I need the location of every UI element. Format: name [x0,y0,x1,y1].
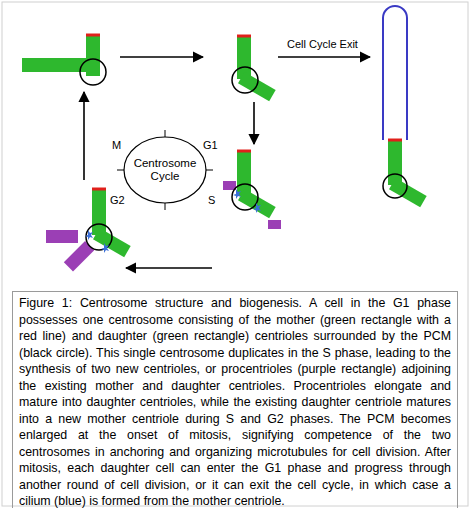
daughter-centriole [389,178,427,207]
phase-label: S [208,194,215,207]
mother-centriole [92,190,106,235]
cycle-arrow [253,102,255,144]
mother-centriole [237,152,251,196]
exit-arrow [278,56,370,58]
phase-label: G2 [110,194,125,207]
mother-centriole [388,141,402,185]
ellipse-outline [124,137,206,203]
centrosome-glyph [223,151,281,229]
procentriole [223,181,236,190]
mother-mark [237,150,251,153]
pcm-circle [232,67,258,93]
mother-mark [86,34,100,37]
cilium-glyph [383,6,427,207]
cycle-arrow [126,267,212,269]
figure-caption: Figure 1: Centrosome structure and bioge… [12,291,458,508]
mother-centriole [237,37,251,79]
procentriole [268,220,281,229]
mother-mark [388,139,402,142]
star-symbol [85,230,93,240]
mother-centriole [86,36,100,76]
node-text: Centrosome Cycle [132,157,198,183]
mother-mark [237,35,251,38]
pcm-circle [232,184,258,210]
node-text-group: Centrosome Cycle [123,136,207,204]
phase-label: M [112,139,121,152]
cycle-arrow [120,56,203,58]
pcm-circle [383,174,407,198]
pcm-circle [80,59,106,85]
cycle-ellipse: Centrosome Cycle [123,136,207,204]
star-symbol [101,243,109,253]
mother-mark [92,188,106,191]
star-symbol [253,203,261,213]
centrosome-glyph [46,189,131,271]
centrosome-glyph [22,35,106,85]
phase-label: Cell Cycle Exit [287,38,358,51]
centrosome-glyph [232,36,276,101]
phase-label: G1 [203,139,218,152]
star-symbol [233,189,241,199]
procentriole [46,230,78,243]
cycle-arrow [83,92,85,180]
cilium-outline [383,6,407,140]
